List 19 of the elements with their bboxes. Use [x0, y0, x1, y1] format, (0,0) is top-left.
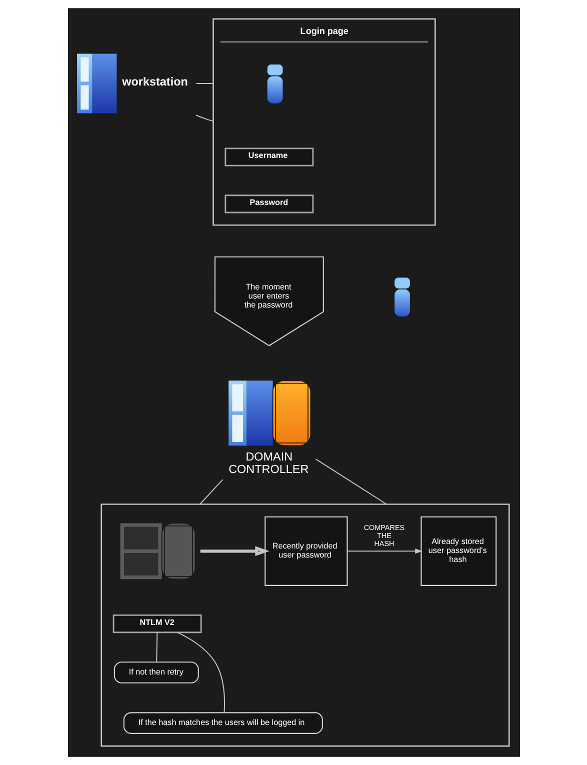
node-box: Already stored user password's hash: [420, 516, 496, 586]
node-box: NTLM V2: [112, 614, 202, 634]
connector: [195, 114, 214, 122]
connector: [156, 632, 158, 663]
node-box: Recently provided user password: [264, 516, 348, 586]
connector: [176, 632, 225, 713]
node-box: Password: [224, 194, 314, 214]
node-label: DOMAIN CONTROLLER: [228, 450, 308, 476]
connector: [314, 458, 387, 505]
node-box: Username: [224, 148, 314, 166]
connector: [195, 82, 214, 84]
arrow: [346, 548, 422, 554]
cluster: [100, 504, 510, 747]
node-label: workstation: [122, 76, 188, 89]
connector: [198, 479, 223, 505]
node-box: If not then retry: [113, 662, 198, 684]
edge-label: COMPARES THE HASH: [363, 522, 404, 548]
arrow: [200, 546, 269, 556]
node-box: If the hash matches the users will be logged in: [122, 712, 322, 734]
